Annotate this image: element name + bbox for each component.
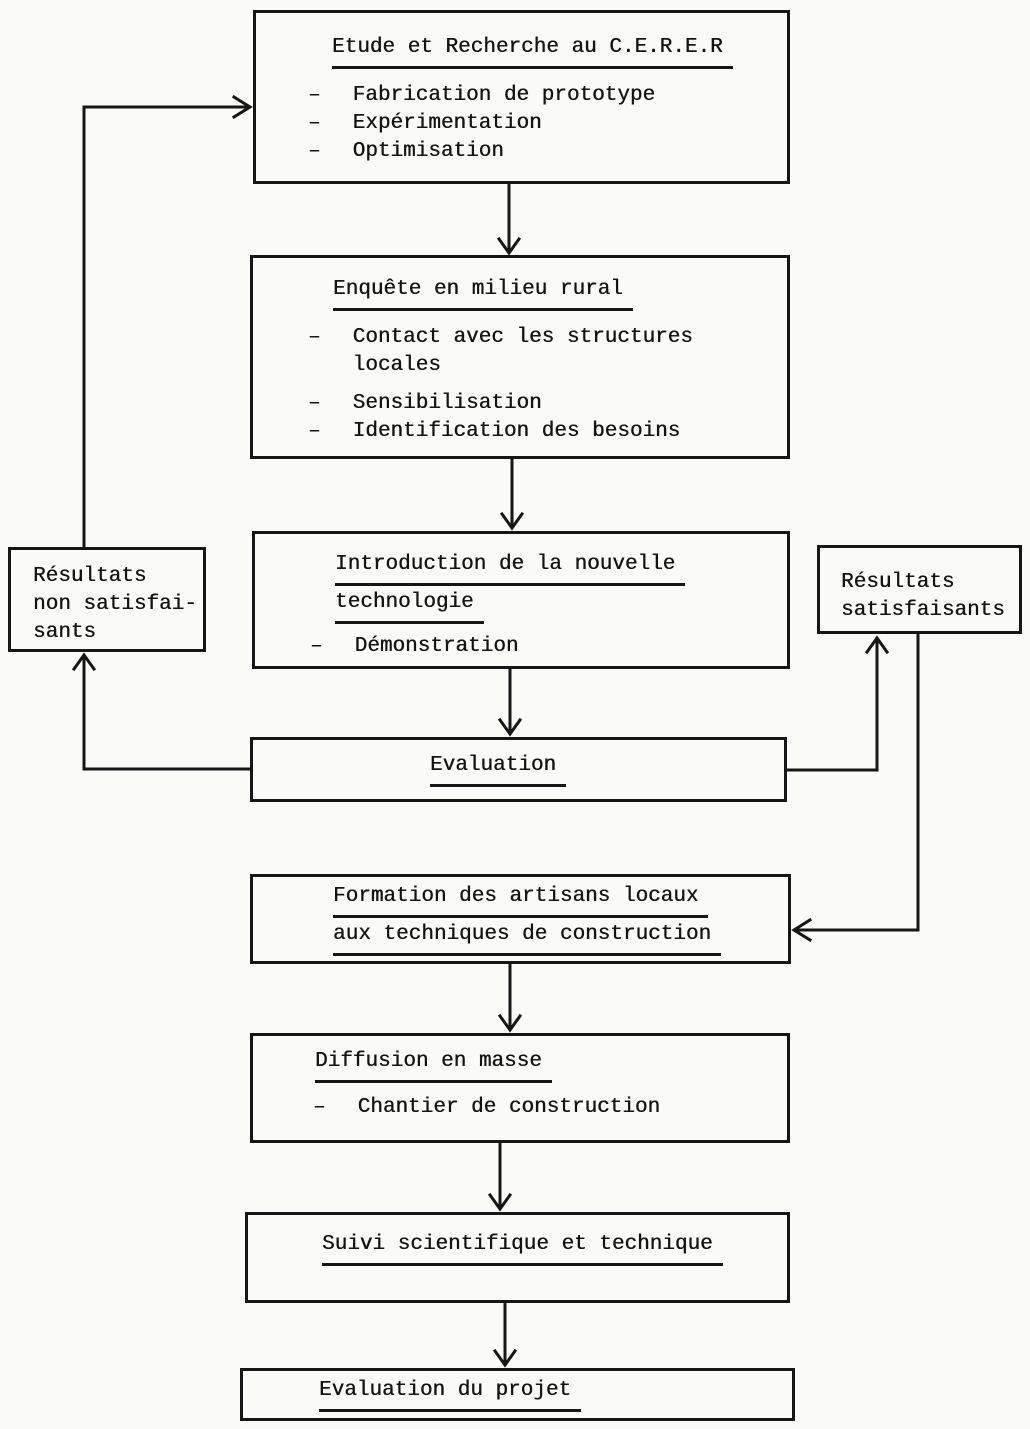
bullet-text: Fabrication de prototype (352, 84, 656, 107)
box-title: Enquête en milieu rural (333, 276, 787, 311)
bullet-text: Démonstration (354, 635, 519, 658)
bullet-dash: – (313, 1096, 326, 1119)
bullet-dash: – (308, 140, 321, 163)
arrow-diffusion-to-suivi (487, 1141, 513, 1212)
arrow-evaluation-to-resultats-satisfaisants (785, 635, 890, 772)
flow-box-evaluation: Evaluation (250, 737, 787, 802)
side-box-text: Résultats (33, 565, 147, 588)
flow-box-etude: Etude et Recherche au C.E.R.E.R – Fabric… (253, 10, 790, 184)
flow-box-suivi: Suivi scientifique et technique (245, 1212, 790, 1303)
flow-box-introduction: Introduction de la nouvelle technologie … (252, 531, 790, 669)
arrow-enquete-to-introduction (499, 457, 525, 531)
bullet-dash: – (308, 326, 321, 349)
bullet-list: – Démonstration (310, 633, 787, 661)
arrow-resultats-satisfaisants-to-formation (791, 632, 920, 943)
bullet-item: – Optimisation (308, 138, 787, 166)
bullet-text: Optimisation (352, 140, 504, 163)
arrow-etude-to-enquete (496, 182, 522, 256)
flow-box-resultats-non-satisfaisants: Résultats non satisfai- sants (8, 547, 206, 652)
bullet-dash: – (308, 112, 321, 135)
bullet-dash: – (308, 420, 321, 443)
box-title: Evaluation (430, 752, 567, 787)
side-box-text: Résultats (841, 571, 955, 594)
box-title: Diffusion en masse (315, 1048, 787, 1083)
flow-box-diffusion: Diffusion en masse – Chantier de constru… (250, 1033, 790, 1143)
box-title: Etude et Recherche au C.E.R.E.R (332, 34, 787, 69)
bullet-list: – Contact avec les structures locales – … (308, 324, 748, 446)
side-box-text: satisfaisants (841, 599, 1005, 622)
bullet-text: Sensibilisation (352, 392, 542, 415)
side-box-text: sants (33, 621, 97, 644)
bullet-text: Chantier de construction (357, 1096, 661, 1119)
bullet-list: – Chantier de construction (313, 1094, 787, 1122)
bullet-item: – Identification des besoins (308, 418, 748, 446)
flow-box-resultats-satisfaisants: Résultats satisfaisants (817, 545, 1022, 634)
bullet-item: – Contact avec les structures locales (308, 324, 748, 380)
arrow-evaluation-to-resultats-non-satisfaisants (71, 652, 251, 771)
arrow-resultats-non-satisfaisants-to-etude (82, 94, 253, 548)
bullet-item: – Démonstration (310, 633, 787, 661)
bullet-text: Contact avec les structures locales (352, 326, 693, 377)
bullet-item: – Chantier de construction (313, 1094, 787, 1122)
bullet-item: – Sensibilisation (308, 390, 748, 418)
flow-box-enquete: Enquête en milieu rural – Contact avec l… (250, 255, 790, 459)
box-title: Formation des artisans locaux aux techni… (333, 883, 788, 956)
flow-box-evaluation-projet: Evaluation du projet (240, 1368, 795, 1421)
bullet-text: Identification des besoins (352, 420, 681, 443)
bullet-dash: – (308, 392, 321, 415)
bullet-item: – Expérimentation (308, 110, 787, 138)
arrow-introduction-to-evaluation (497, 667, 523, 737)
flow-box-formation: Formation des artisans locaux aux techni… (250, 874, 791, 964)
arrow-formation-to-diffusion (497, 962, 523, 1033)
box-title: Evaluation du projet (319, 1377, 792, 1412)
bullet-dash: – (308, 84, 321, 107)
bullet-list: – Fabrication de prototype – Expérimenta… (308, 82, 787, 166)
bullet-dash: – (310, 635, 323, 658)
bullet-text: Expérimentation (352, 112, 542, 135)
bullet-item: – Fabrication de prototype (308, 82, 787, 110)
box-title: Introduction de la nouvelle technologie (335, 551, 787, 624)
side-box-text: non satisfai- (33, 593, 197, 616)
box-title: Suivi scientifique et technique (322, 1231, 787, 1266)
arrow-suivi-to-evaluation-projet (492, 1301, 518, 1368)
